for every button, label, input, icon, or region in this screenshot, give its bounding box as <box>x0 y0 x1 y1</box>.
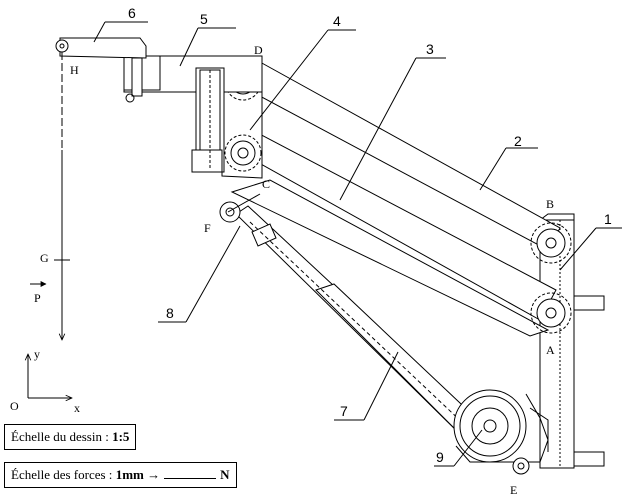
force-scale-label: Échelle des forces : <box>11 467 116 482</box>
point-label-F: F <box>204 221 211 235</box>
force-scale-box: Échelle des forces : 1mm → N <box>4 462 237 488</box>
drawing-scale-label: Échelle du dessin : <box>11 429 113 444</box>
top-arm-part-6 <box>55 37 147 59</box>
part-number-4: 4 <box>333 13 341 29</box>
point-labels: D C B A E F G H O y x P <box>10 43 555 497</box>
pin-B <box>530 222 572 264</box>
part-number-7: 7 <box>340 403 348 419</box>
pin-F <box>219 193 261 223</box>
frame-part-1 <box>539 213 605 469</box>
pin-A <box>530 292 572 334</box>
part-number-2: 2 <box>514 133 522 149</box>
force-label-P: P <box>34 291 41 305</box>
force-scale-value: 1mm → <box>115 467 161 482</box>
axis-label-y: y <box>34 347 40 361</box>
leaders <box>93 21 622 467</box>
force-scale-blank[interactable] <box>164 466 217 479</box>
part-numbers: 6 5 4 3 2 1 8 7 9 <box>128 5 612 465</box>
point-label-E: E <box>510 483 517 497</box>
point-label-H: H <box>70 63 79 77</box>
part-number-8: 8 <box>166 305 174 321</box>
point-label-A: A <box>546 343 555 357</box>
part-number-1: 1 <box>604 211 612 227</box>
link-C <box>230 179 550 337</box>
wheel-part-9 <box>453 389 549 475</box>
point-label-D: D <box>254 43 263 57</box>
load-line <box>54 52 70 340</box>
origin-label-O: O <box>10 399 19 413</box>
part-number-3: 3 <box>426 41 434 57</box>
force-scale-unit: N <box>220 467 230 482</box>
point-label-C: C <box>262 177 270 191</box>
part-number-6: 6 <box>128 5 136 21</box>
point-label-G: G <box>40 251 49 265</box>
drawing-scale-box: Échelle du dessin : 1:5 <box>4 424 137 450</box>
part-number-9: 9 <box>436 449 444 465</box>
axis-label-x: x <box>74 401 80 415</box>
point-label-B: B <box>546 197 554 211</box>
part-number-5: 5 <box>200 11 208 27</box>
drawing-scale-value: 1:5 <box>112 429 130 444</box>
axes <box>28 354 72 398</box>
